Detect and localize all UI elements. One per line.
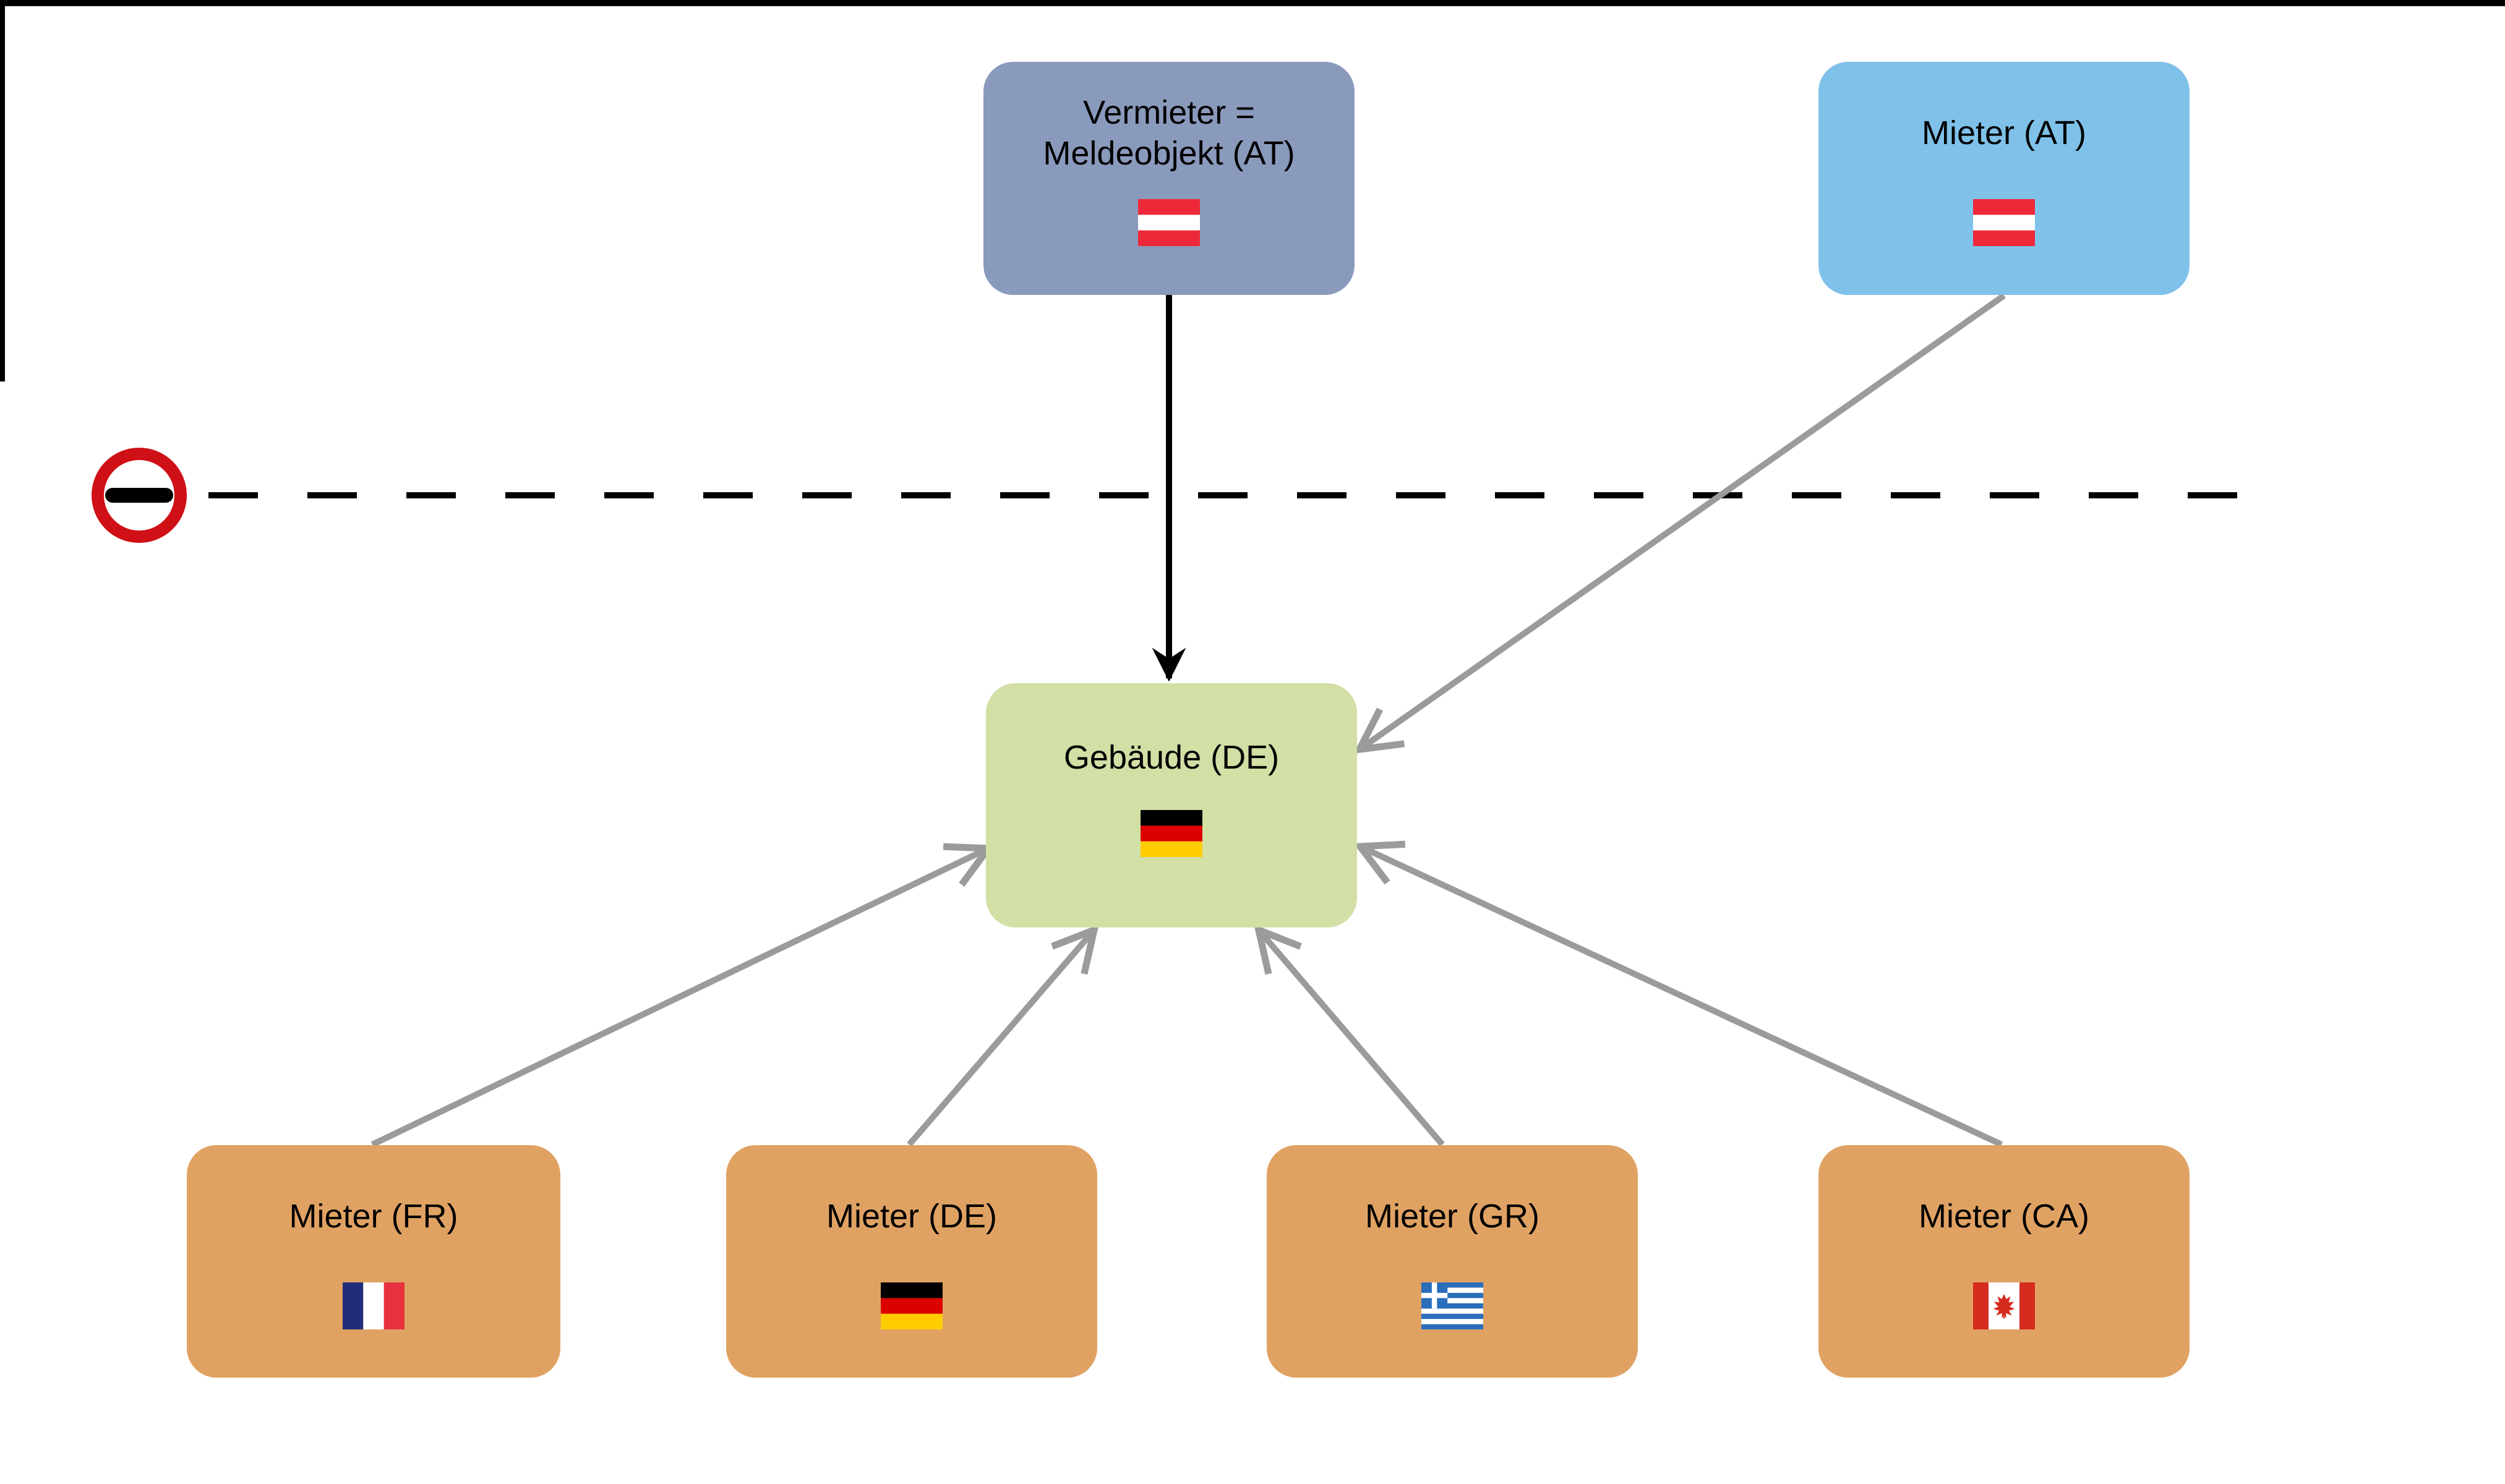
node-mieter-fr: Mieter (FR) [187, 1145, 560, 1378]
node-mieter-ca: Mieter (CA) [1818, 1145, 2190, 1378]
node-label: Vermieter = Meldeobjekt (AT) [1043, 93, 1295, 172]
frame-top-border [0, 0, 2505, 6]
edge-mieter-ca-to-gebaeude [1360, 846, 2003, 1148]
node-mieter-gr: Mieter (GR) [1267, 1145, 1638, 1378]
germany-flag-icon [881, 1282, 943, 1329]
node-mieter-at: Mieter (AT) [1818, 62, 2190, 295]
germany-flag-icon [1141, 810, 1202, 858]
france-flag-icon [343, 1282, 405, 1329]
node-label: Mieter (CA) [1918, 1197, 2089, 1235]
edge-mieter-de-to-gebaeude [907, 930, 1094, 1147]
node-label: Mieter (FR) [289, 1197, 458, 1235]
node-label: Gebäude (DE) [1063, 739, 1280, 777]
edge-mieter-fr-to-gebaeude [370, 848, 988, 1148]
edge-mieter-gr-to-gebaeude [1259, 930, 1445, 1147]
node-mieter-de: Mieter (DE) [726, 1145, 1097, 1378]
no-entry-icon [92, 448, 187, 543]
austria-flag-icon [1138, 199, 1200, 247]
node-gebaeude-de: Gebäude (DE) [986, 683, 1357, 927]
frame-left-border [0, 0, 5, 382]
edge-mieter-at-to-gebaeude [1360, 292, 2006, 749]
node-label: Mieter (DE) [826, 1197, 997, 1235]
node-label: Mieter (GR) [1365, 1197, 1539, 1235]
node-vermieter-meldeobjekt-at: Vermieter = Meldeobjekt (AT) [983, 62, 1355, 295]
greece-flag-icon [1421, 1282, 1483, 1329]
node-label: Mieter (AT) [1922, 114, 2086, 151]
canada-flag-icon [1973, 1282, 2035, 1329]
maple-leaf-icon [1993, 1294, 2015, 1319]
austria-flag-icon [1973, 199, 2035, 247]
